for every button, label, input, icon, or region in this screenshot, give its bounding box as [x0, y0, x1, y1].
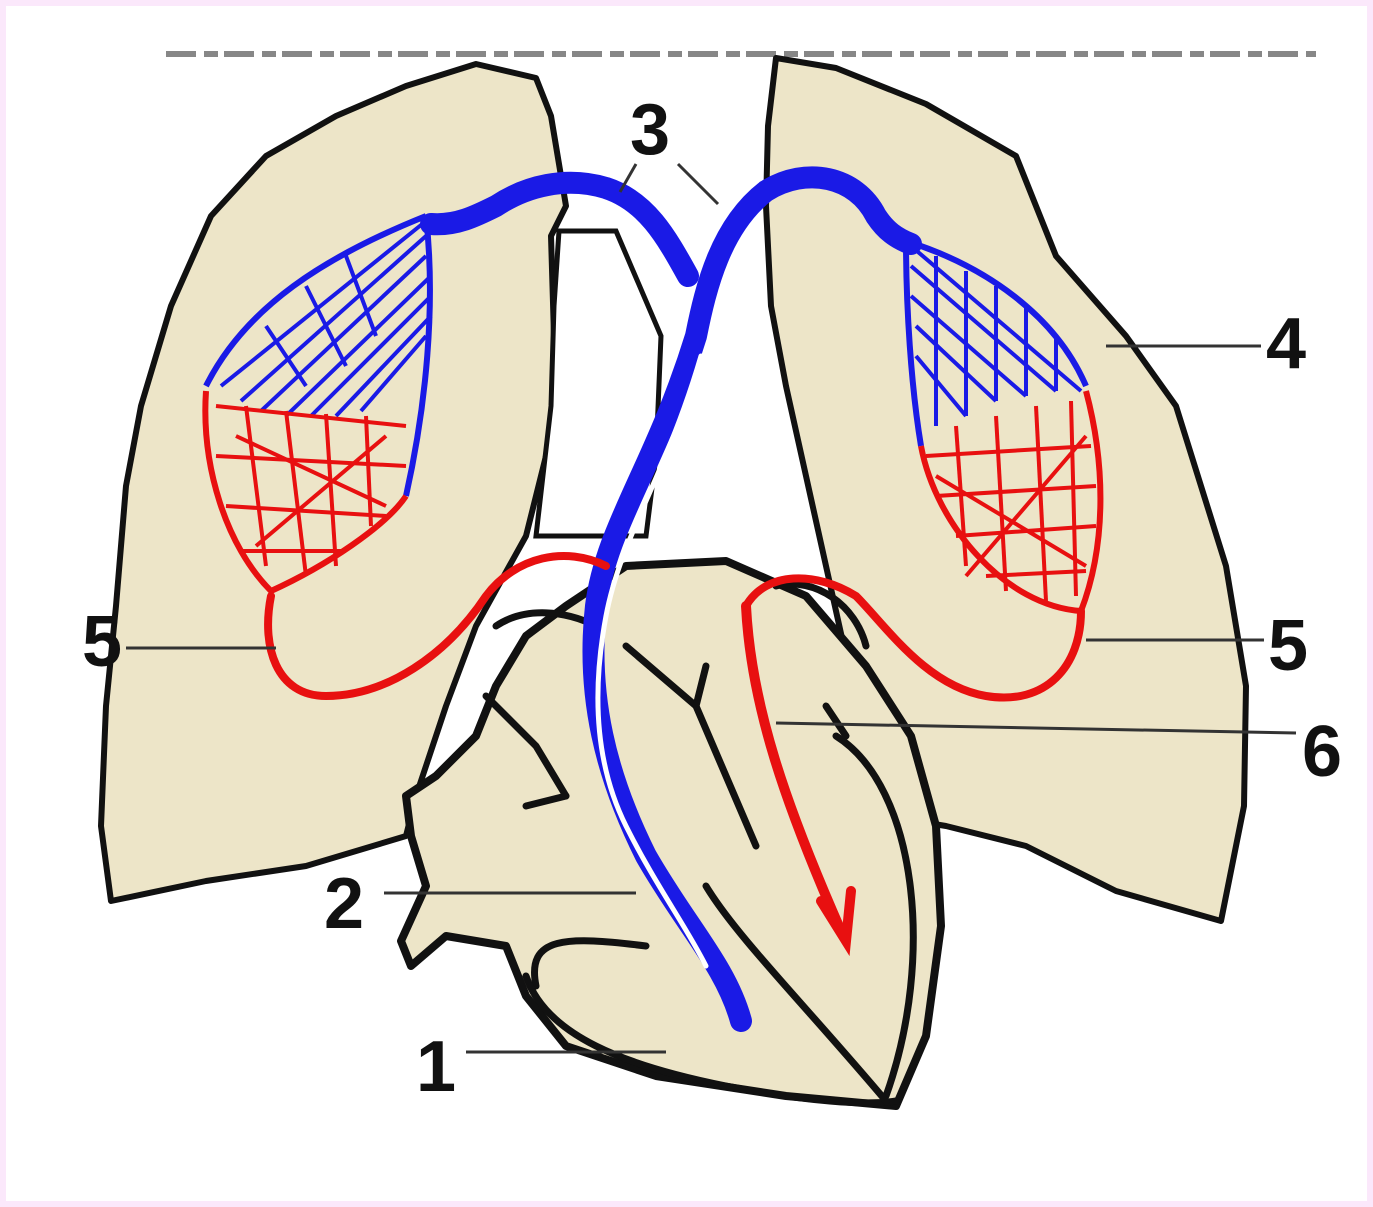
label-1: 1 — [416, 1027, 456, 1107]
label-5-left: 5 — [82, 602, 122, 682]
label-5-right: 5 — [1268, 606, 1308, 686]
label-3: 3 — [630, 90, 670, 170]
pulmonary-circulation-diagram: 3 4 5 5 6 2 1 — [6, 6, 1367, 1201]
diagram-canvas: 3 4 5 5 6 2 1 — [6, 6, 1367, 1201]
label-2: 2 — [324, 864, 364, 944]
label-6: 6 — [1302, 712, 1342, 792]
label-4: 4 — [1266, 304, 1306, 384]
